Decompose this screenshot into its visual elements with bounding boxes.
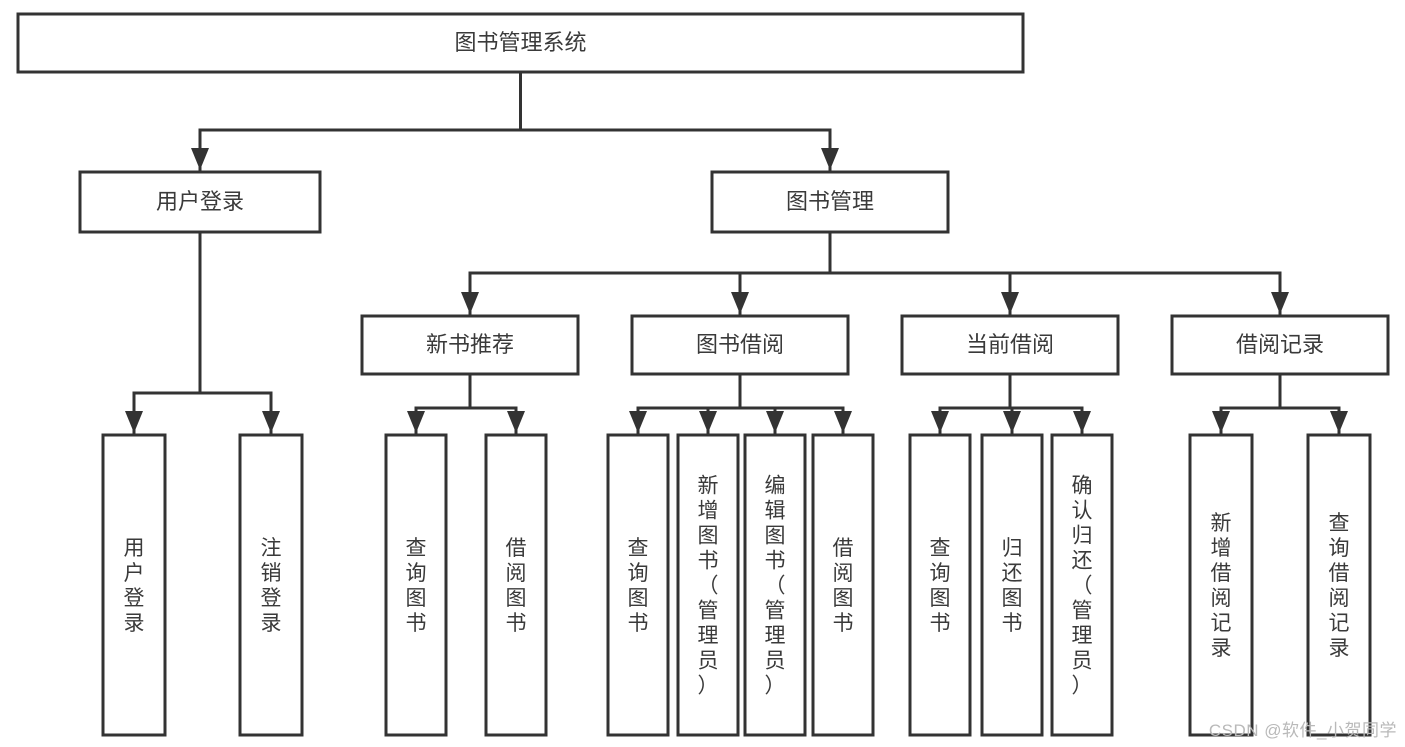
box-label: 新书推荐 [426, 332, 514, 357]
box-label: 查询图书 [406, 537, 427, 635]
node-level3-0[interactable]: 新书推荐 [360, 314, 580, 376]
box-label: 确认归还（管理员） [1072, 475, 1093, 698]
arrow-head-icon [834, 411, 852, 433]
box-outline [16, 12, 1025, 74]
box-outline [238, 433, 304, 737]
arrow-head-icon [766, 411, 784, 433]
box-label: 新增借阅记录 [1211, 512, 1232, 660]
box-label: 查询图书 [628, 537, 649, 635]
arrow-head-icon [699, 411, 717, 433]
box-outline [384, 433, 448, 737]
box-outline [1050, 433, 1114, 737]
arrow-head-icon [507, 411, 525, 433]
arrow-head-icon [1271, 292, 1289, 314]
connector-layer [125, 70, 1348, 435]
box-label: 借阅记录 [1236, 332, 1324, 357]
node-leaf-2[interactable]: 查询图书 [384, 433, 448, 737]
node-leaf-9[interactable]: 归还图书 [980, 433, 1044, 737]
box-label: 图书管理 [786, 189, 874, 214]
arrow-head-icon [262, 411, 280, 433]
node-level3-2[interactable]: 当前借阅 [900, 314, 1120, 376]
node-level3-3[interactable]: 借阅记录 [1170, 314, 1390, 376]
box-outline [1306, 433, 1372, 737]
box-label: 归还图书 [1002, 537, 1023, 635]
node-leaf-11[interactable]: 新增借阅记录 [1188, 433, 1254, 737]
box-label: 编辑图书（管理员） [765, 475, 786, 698]
arrow-head-icon [191, 148, 209, 170]
arrow-head-icon [125, 411, 143, 433]
box-outline [630, 314, 850, 376]
arrow-head-icon [1003, 411, 1021, 433]
box-label: 借阅图书 [506, 537, 527, 635]
box-outline [676, 433, 740, 737]
node-leaf-5[interactable]: 新增图书（管理员） [676, 433, 740, 737]
node-leaf-6[interactable]: 编辑图书（管理员） [743, 433, 807, 737]
node-level2-1[interactable]: 图书管理 [710, 170, 950, 234]
arrow-head-icon [821, 148, 839, 170]
arrow-head-icon [1330, 411, 1348, 433]
box-label: 注销登录 [261, 537, 282, 635]
box-label: 图书管理系统 [454, 30, 586, 55]
node-root-node-56fe4e667ba1[interactable]: 图书管理系统 [16, 12, 1025, 74]
box-outline [360, 314, 580, 376]
box-label: 查询图书 [930, 537, 951, 635]
box-outline [900, 314, 1120, 376]
box-label: 当前借阅 [966, 332, 1054, 357]
node-leaf-8[interactable]: 查询图书 [908, 433, 972, 737]
box-label: 用户登录 [124, 537, 145, 635]
box-label: 查询借阅记录 [1329, 512, 1350, 660]
node-level3-1[interactable]: 图书借阅 [630, 314, 850, 376]
node-level2-0[interactable]: 用户登录 [78, 170, 322, 234]
arrow-head-icon [461, 292, 479, 314]
box-outline [78, 170, 322, 234]
node-layer: 图书管理系统用户登录图书管理新书推荐图书借阅当前借阅借阅记录用户登录注销登录查询… [16, 12, 1390, 737]
box-label: 新增图书（管理员） [698, 475, 719, 698]
box-outline [1170, 314, 1390, 376]
box-outline [743, 433, 807, 737]
box-outline [811, 433, 875, 737]
box-outline [484, 433, 548, 737]
node-leaf-1[interactable]: 注销登录 [238, 433, 304, 737]
arrow-head-icon [1212, 411, 1230, 433]
box-outline [980, 433, 1044, 737]
box-outline [606, 433, 670, 737]
arrow-head-icon [731, 292, 749, 314]
box-outline [908, 433, 972, 737]
box-outline [710, 170, 950, 234]
node-leaf-4[interactable]: 查询图书 [606, 433, 670, 737]
node-leaf-3[interactable]: 借阅图书 [484, 433, 548, 737]
box-outline [101, 433, 167, 737]
box-label: 用户登录 [156, 189, 244, 214]
box-label: 图书借阅 [696, 332, 784, 357]
arrow-head-icon [1073, 411, 1091, 433]
node-leaf-0[interactable]: 用户登录 [101, 433, 167, 737]
arrow-head-icon [407, 411, 425, 433]
node-leaf-12[interactable]: 查询借阅记录 [1306, 433, 1372, 737]
box-outline [1188, 433, 1254, 737]
arrow-head-icon [629, 411, 647, 433]
watermark-text: CSDN @软件_小贺同学 [1208, 721, 1397, 740]
node-leaf-7[interactable]: 借阅图书 [811, 433, 875, 737]
node-leaf-10[interactable]: 确认归还（管理员） [1050, 433, 1114, 737]
arrow-head-icon [931, 411, 949, 433]
box-label: 借阅图书 [833, 537, 854, 635]
arrow-head-icon [1001, 292, 1019, 314]
